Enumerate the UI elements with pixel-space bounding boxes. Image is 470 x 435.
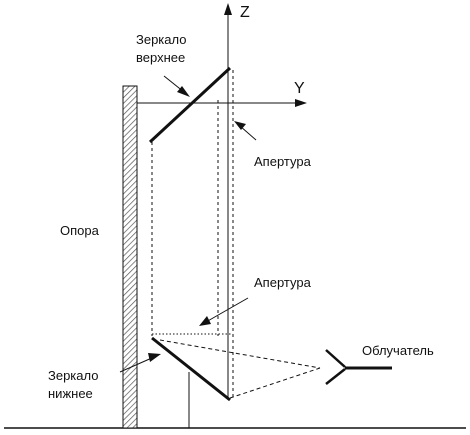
upper-mirror-pointer: [163, 75, 190, 97]
support-pole: [122, 85, 138, 429]
support-label: Опора: [60, 223, 100, 238]
feed-horn-icon: [325, 349, 392, 385]
z-axis-arrowhead: [224, 3, 232, 15]
feed-beam-lower: [229, 367, 321, 399]
feed-beam-upper: [159, 339, 321, 369]
feed-label: Облучатель: [362, 343, 434, 358]
upper-mirror-label-line2: верхнее: [136, 50, 185, 65]
lower-mirror-pointer: [119, 353, 161, 373]
aperture-bottom-pointer: [199, 297, 249, 326]
aperture-bottom-label: Апертура: [254, 275, 312, 290]
lower-mirror-label-line2: нижнее: [48, 386, 93, 401]
lower-mirror-label-line1: Зеркало: [48, 368, 98, 383]
y-axis-arrowhead: [295, 99, 307, 107]
aperture-top-label: Апертура: [254, 154, 312, 169]
aperture-top-pointer: [234, 121, 257, 141]
upper-mirror: [148, 66, 232, 144]
y-axis-label: Y: [294, 80, 305, 97]
lower-mirror: [151, 336, 231, 402]
z-axis-label: Z: [240, 4, 250, 21]
upper-mirror-label-line1: Зеркало: [136, 32, 186, 47]
